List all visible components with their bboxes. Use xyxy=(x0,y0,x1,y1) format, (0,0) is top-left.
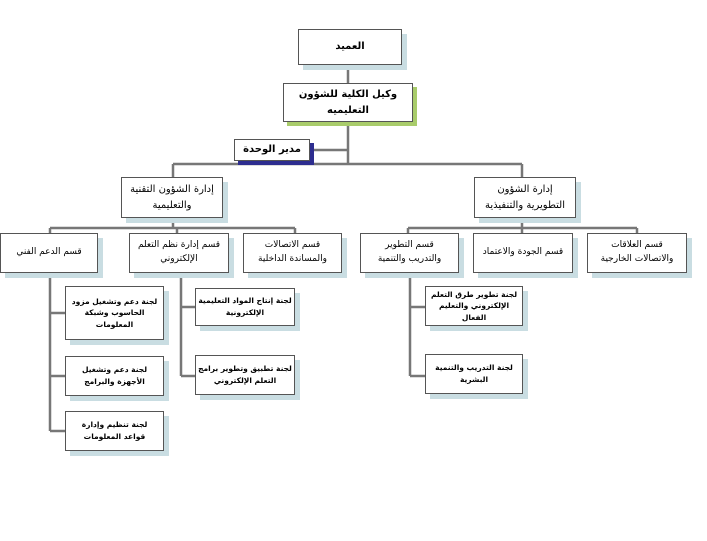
dev-admin-box: إدارة الشؤون التطويرية والتنفيذية xyxy=(474,177,576,218)
computer-network-committee-box: لجنة دعم وتشغيل مزود الحاسوب وشبكة المعل… xyxy=(65,286,164,340)
teaching-methods-committee-box: لجنة تطوير طرق التعلم الإلكتروني والتعلي… xyxy=(425,286,523,326)
devices-programs-committee-box: لجنة دعم وتشغيل الأجهزة والبرامج xyxy=(65,356,164,396)
unit-director-box: مدير الوحدة xyxy=(234,139,310,161)
elearning-systems-dept-box: قسم إدارة نظم التعلم الإلكتروني xyxy=(129,233,229,273)
training-development-committee-box: لجنة التدريب والتنمية البشرية xyxy=(425,354,523,394)
external-relations-dept-box: قسم العلاقات والاتصالات الخارجية xyxy=(587,233,687,273)
elearning-programs-committee-box: لجنة تطبيق وتطوير برامج التعلم الإلكترون… xyxy=(195,355,295,395)
databases-committee-box: لجنة تنظيم وإدارة قواعد المعلومات xyxy=(65,411,164,451)
tech-admin-box: إدارة الشؤون التقنية والتعليمية xyxy=(121,177,223,218)
technical-support-dept-box: قسم الدعم الفني xyxy=(0,233,98,273)
content-production-committee-box: لجنة إنتاج المواد التعليمية الإلكترونية xyxy=(195,288,295,326)
development-training-dept-box: قسم التطوير والتدريب والتنمية xyxy=(360,233,459,273)
quality-dept-box: قسم الجودة والاعتماد xyxy=(473,233,573,273)
vice-dean-box: وكيل الكلية للشؤون التعليميه xyxy=(283,83,413,122)
dean-box: العميد xyxy=(298,29,402,65)
communications-dept-box: قسم الاتصالات والمساندة الداخلية xyxy=(243,233,342,273)
